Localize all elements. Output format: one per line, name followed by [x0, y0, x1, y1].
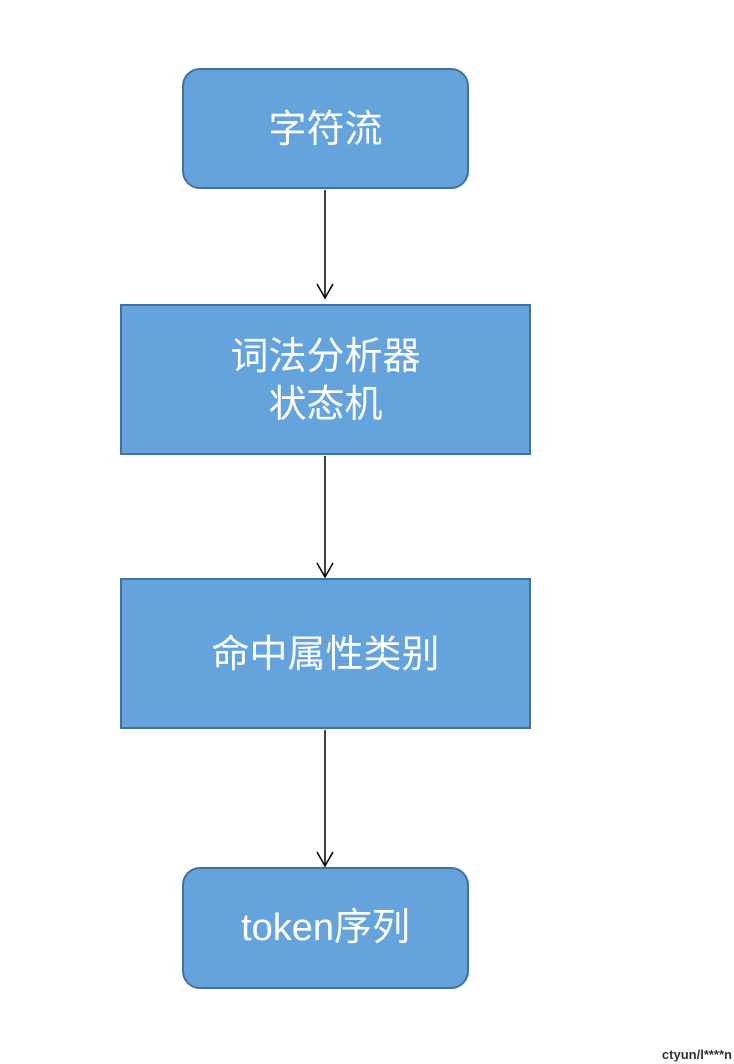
node-lexer: 词法分析器 状态机 — [120, 304, 531, 455]
node-char-stream-label: 字符流 — [268, 106, 383, 151]
node-char-stream: 字符流 — [182, 68, 469, 189]
arrow-match-attr-to-token-seq — [316, 730, 334, 868]
node-token-seq: token序列 — [182, 867, 469, 989]
node-token-seq-label: token序列 — [241, 907, 410, 949]
node-lexer-label-line-1: 词法分析器 — [230, 333, 421, 378]
arrow-char-stream-to-lexer — [316, 190, 334, 300]
node-lexer-label-line-2: 状态机 — [268, 381, 383, 426]
watermark: ctyun/l****n — [661, 1047, 732, 1062]
arrow-lexer-to-match-attr — [316, 456, 334, 579]
node-match-attr: 命中属性类别 — [120, 578, 531, 729]
node-match-attr-label: 命中属性类别 — [211, 631, 440, 676]
